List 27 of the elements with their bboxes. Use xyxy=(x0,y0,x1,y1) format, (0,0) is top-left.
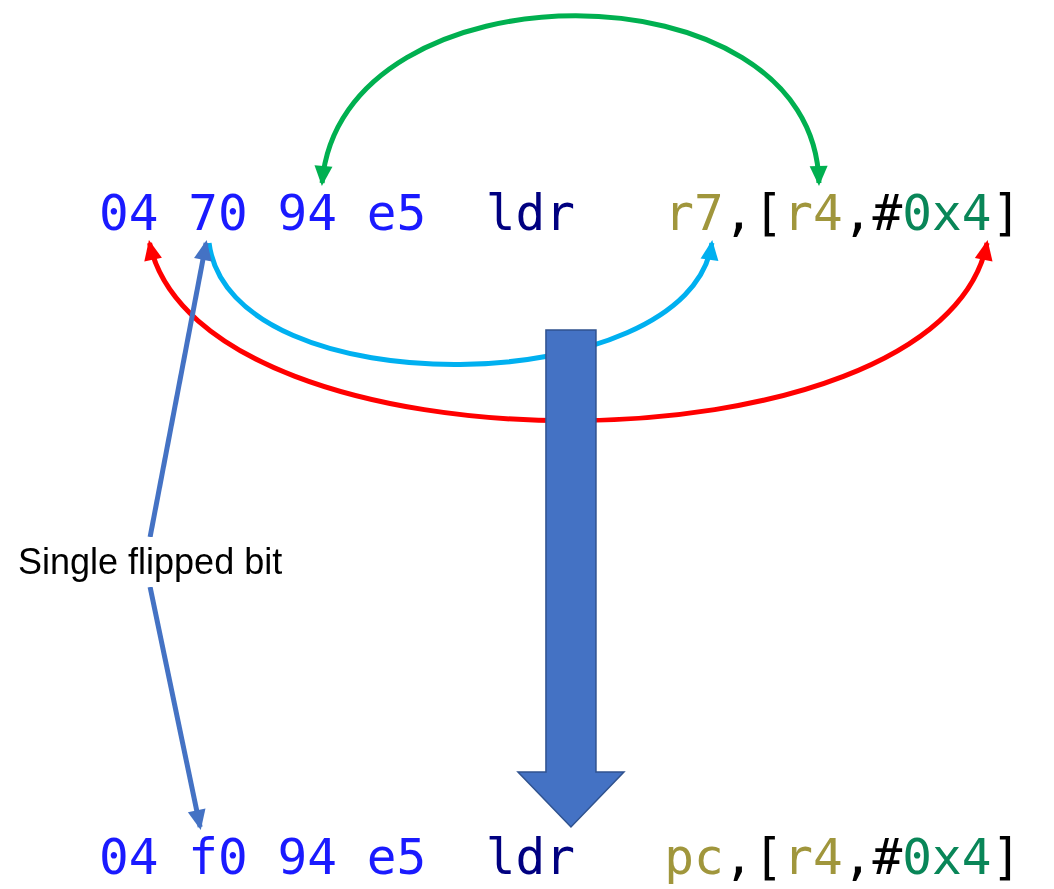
punctuation: ,# xyxy=(842,183,903,243)
block-arrow xyxy=(516,329,626,829)
hex-byte: 94 xyxy=(277,827,337,887)
operand: 0x4 xyxy=(902,827,992,887)
hex-byte: e5 xyxy=(366,183,427,243)
hex-byte: 04 xyxy=(99,183,159,243)
offset-operand: 0x4 xyxy=(902,183,992,243)
instruction-mnemonic: ldr xyxy=(485,183,575,243)
hex-byte: 70 xyxy=(188,183,248,243)
double-arrow xyxy=(317,13,825,186)
hex-byte: f0 xyxy=(188,827,248,887)
hex-byte: 94 xyxy=(277,183,337,243)
punctuation: ,# xyxy=(842,827,903,887)
punctuation: ] xyxy=(991,183,1022,243)
register-operand: r7 xyxy=(664,183,724,243)
instruction-mnemonic: ldr xyxy=(485,827,575,887)
punctuation: ,[ xyxy=(723,827,784,887)
operand: pc xyxy=(664,827,724,887)
double-arrow xyxy=(147,240,990,424)
arrow xyxy=(147,240,212,538)
register-operand: r4 xyxy=(783,183,843,243)
operand: r4 xyxy=(783,827,843,887)
hex-byte: e5 xyxy=(366,827,427,887)
punctuation: ,[ xyxy=(723,183,784,243)
punctuation: ] xyxy=(991,827,1022,887)
arrow xyxy=(147,586,206,830)
hex-byte: 04 xyxy=(99,827,159,887)
